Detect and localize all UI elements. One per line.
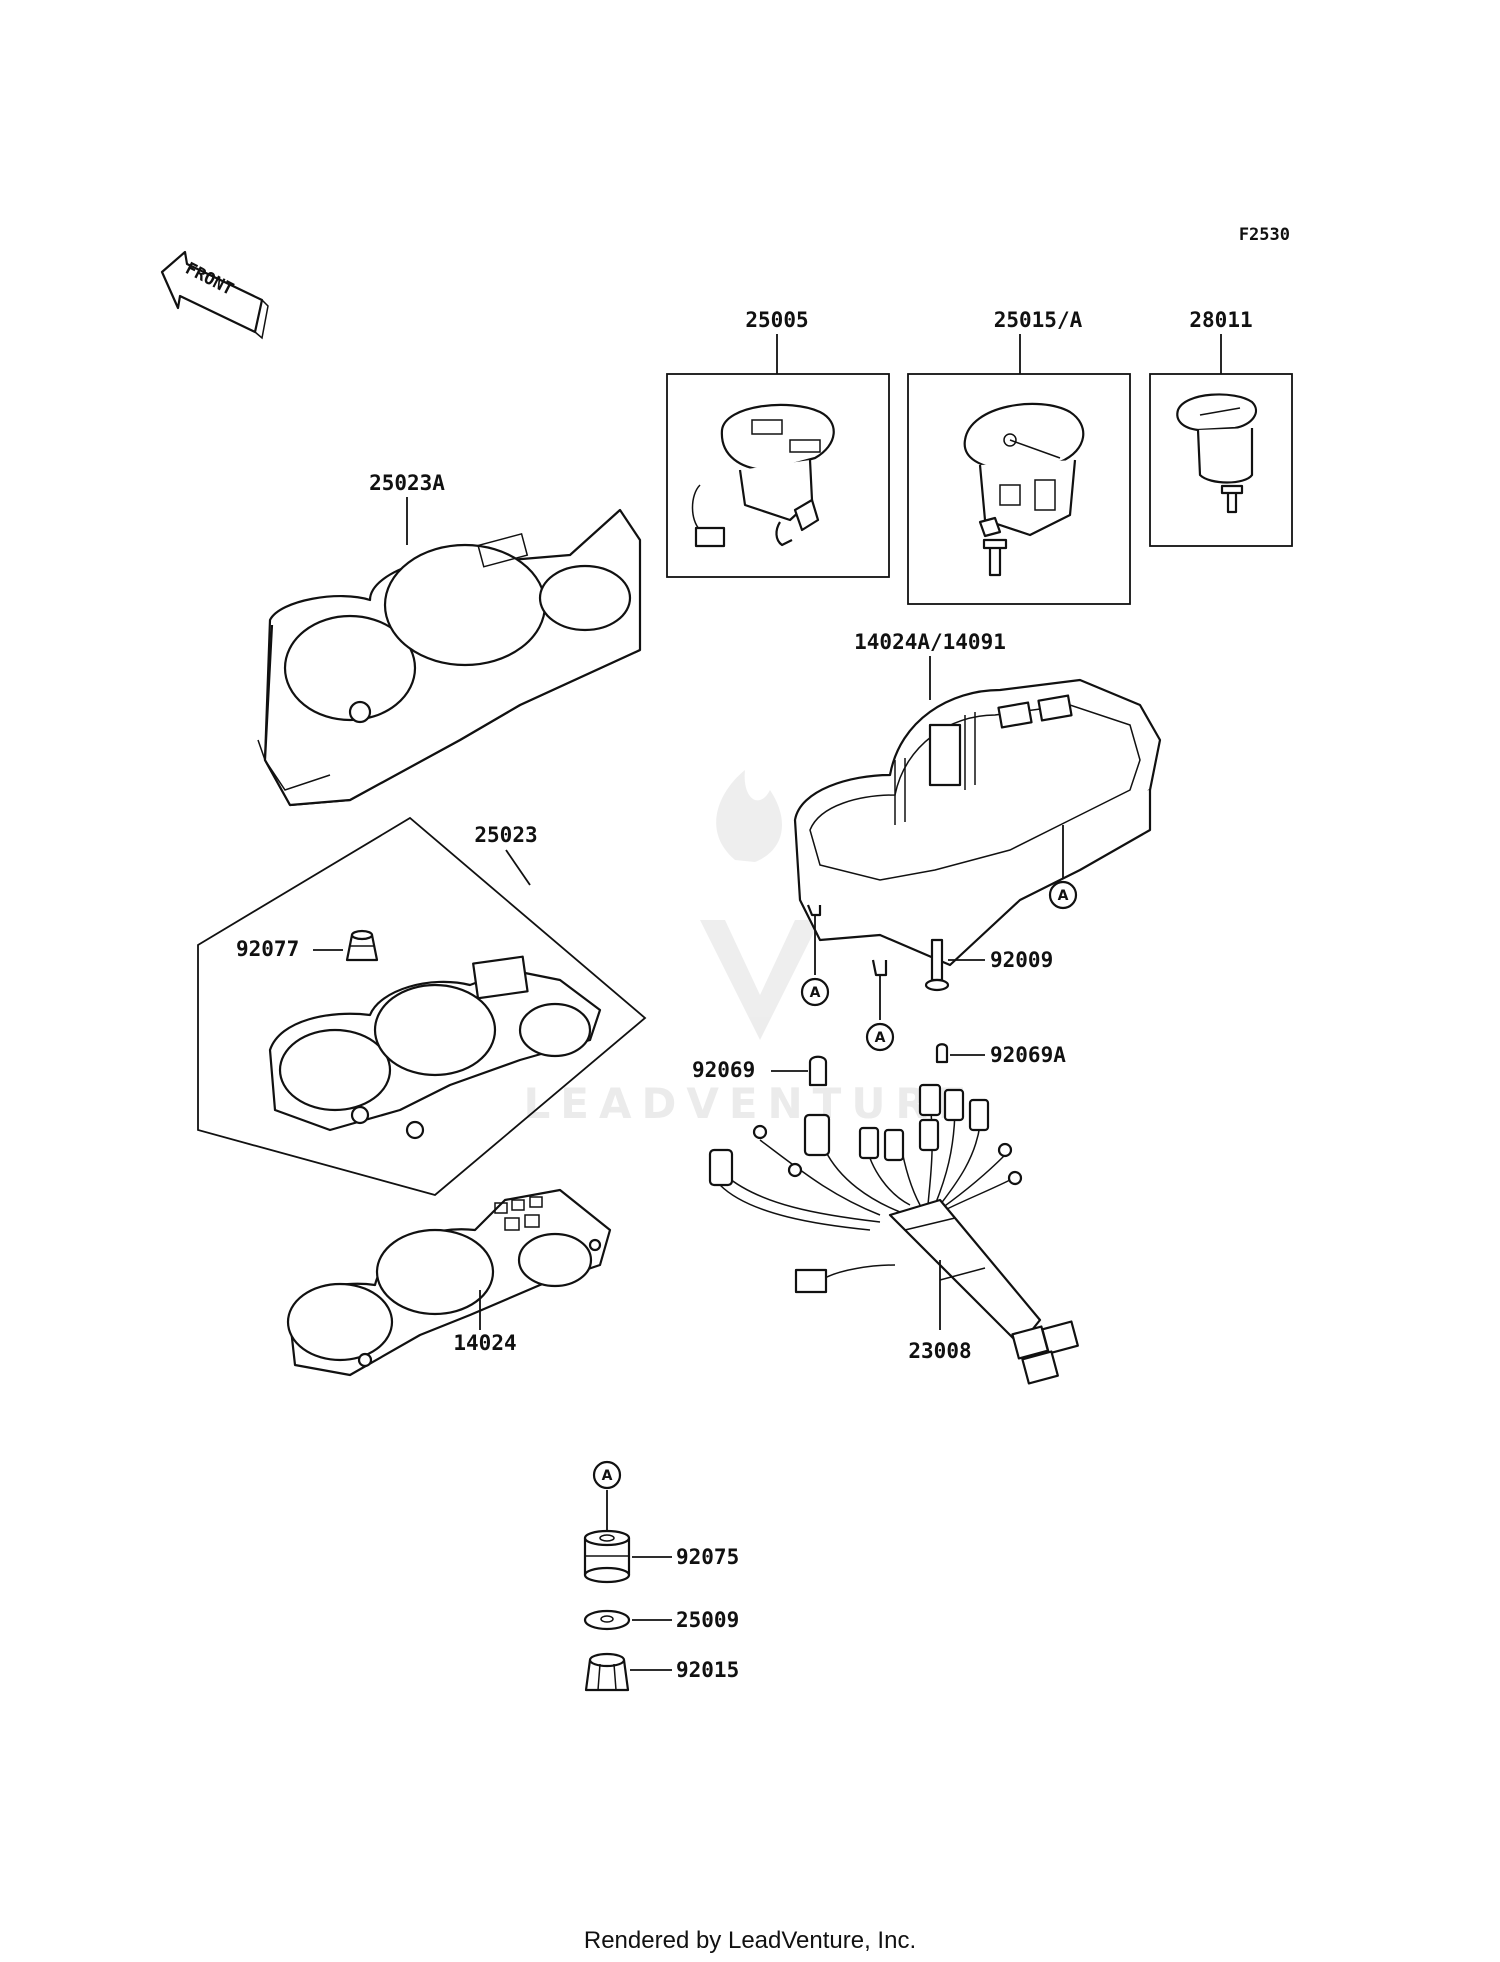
marker-a-detail	[592, 1460, 622, 1490]
box-25015a	[907, 373, 1131, 605]
footer-credit: Rendered by LeadVenture, Inc.	[584, 1927, 916, 1954]
marker-a3-text: A	[875, 1030, 886, 1046]
nut-92015	[584, 1652, 630, 1692]
meter-25005	[691, 403, 835, 548]
cover-25023a	[257, 508, 642, 807]
leader-25023	[505, 849, 531, 886]
screw-92009	[924, 938, 950, 992]
gasket-14024	[286, 1188, 612, 1377]
box-25023	[197, 816, 647, 1196]
meter-28011	[1176, 393, 1258, 514]
figure-ref: F2530	[1239, 225, 1290, 245]
box-28011	[1149, 373, 1293, 547]
bulb-92069a	[935, 1043, 949, 1064]
marker-a2-text: A	[810, 985, 821, 1001]
box-25005	[666, 373, 890, 578]
marker-a1	[1048, 880, 1078, 910]
case-14024a	[793, 678, 1162, 977]
label-28011: 28011	[1189, 308, 1252, 332]
label-25015a: 25015/A	[994, 308, 1083, 332]
meter-25015a	[963, 402, 1085, 577]
label-14024a: 14024A/14091	[854, 630, 1006, 654]
label-92075: 92075	[676, 1545, 739, 1569]
label-23008: 23008	[908, 1339, 971, 1363]
watermark: LEADVENTURE	[524, 770, 977, 1128]
label-14024: 14024	[453, 1331, 516, 1355]
label-92009: 92009	[990, 948, 1053, 972]
front-arrow-icon: FRONT	[160, 250, 269, 340]
bulb-92069	[808, 1055, 828, 1087]
harness-23008	[708, 1083, 1079, 1385]
label-25009: 25009	[676, 1608, 739, 1632]
label-25023a: 25023A	[369, 471, 445, 495]
washer-25009	[583, 1609, 631, 1631]
marker-a2	[800, 977, 830, 1007]
grommet-92075	[583, 1529, 631, 1584]
watermark-text: LEADVENTURE	[524, 1079, 977, 1128]
marker-a1-text: A	[1058, 888, 1069, 904]
marker-a3	[865, 1022, 895, 1052]
label-25023: 25023	[474, 823, 537, 847]
lens-25023	[268, 955, 602, 1140]
label-92015: 92015	[676, 1658, 739, 1682]
label-92069: 92069	[692, 1058, 755, 1082]
label-25005: 25005	[745, 308, 808, 332]
label-92077: 92077	[236, 937, 299, 961]
marker-a-detail-text: A	[602, 1468, 613, 1484]
label-92069a: 92069A	[990, 1043, 1066, 1067]
grommet-92077	[345, 929, 379, 962]
